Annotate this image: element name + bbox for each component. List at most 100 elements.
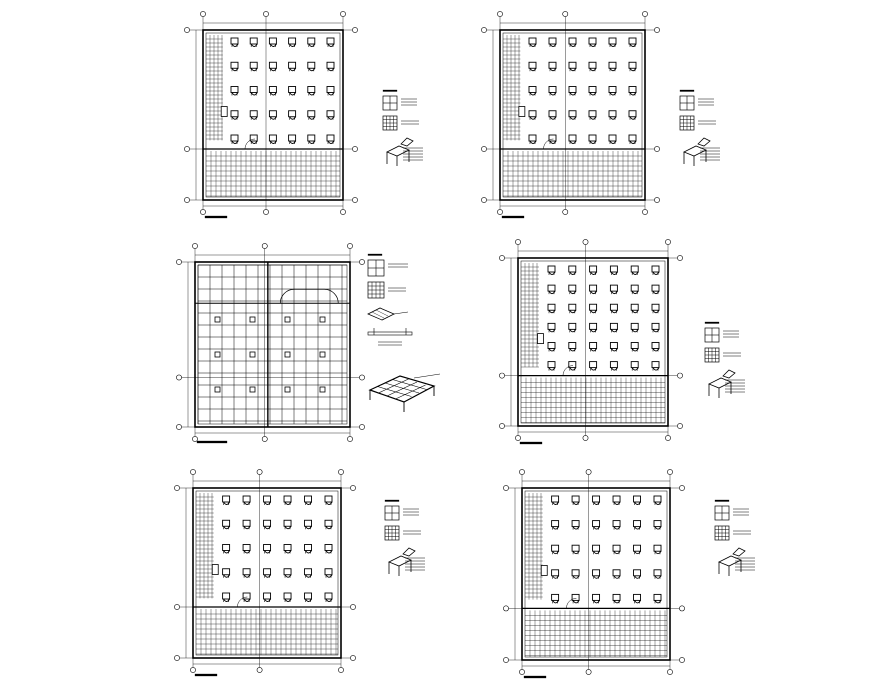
axis-bubble [499,423,505,429]
chair [250,68,258,72]
chair [569,43,577,47]
desk [571,569,580,577]
chair [569,92,577,96]
legend-title-bar [367,253,383,256]
line [384,382,420,394]
detail-legend [704,321,745,398]
axis-bubble [261,436,268,442]
axis-bubble [192,436,198,442]
desk [548,61,557,69]
light-fixture [284,351,291,358]
desk [653,593,662,601]
desk [588,134,597,142]
chair [270,140,277,144]
light-fixture [249,316,256,323]
chair [223,501,230,505]
light-fixture [284,316,291,323]
desk [608,37,617,45]
chair [529,140,537,144]
desk [263,519,272,527]
chair [270,68,277,72]
chair [590,271,597,275]
chair [223,550,230,554]
teacher-desk [540,565,548,576]
chair [631,309,639,314]
desk [283,519,292,527]
chair [613,600,621,604]
desk [268,134,277,142]
axis-bubble [347,436,353,442]
desk [589,303,598,311]
chair [552,501,559,505]
chair [231,43,239,47]
desk [288,86,297,93]
chair [223,574,230,578]
chair [569,290,577,295]
chair [552,526,559,530]
desk [222,592,231,600]
chair [589,116,597,120]
desk [653,569,662,577]
chair-back-iso [732,547,746,557]
axis-bubble [190,469,196,475]
chair [325,550,333,554]
axis-bubble [585,469,592,475]
desk [230,86,239,93]
chair [629,68,637,72]
chair [609,68,617,72]
desk [628,61,637,69]
desk [651,322,660,330]
desk [633,520,641,528]
plan-1 [184,11,358,219]
desk [653,520,662,528]
plan-4 [499,239,683,445]
desk [288,37,297,45]
chair [572,501,580,505]
light-fixture [214,316,221,323]
detail-legend [679,89,720,166]
chair [590,367,597,371]
axis-bubble [352,27,358,33]
chair [305,550,312,554]
desk [630,322,639,330]
chair [569,367,577,371]
chair [548,367,556,371]
axis-bubble [261,243,268,249]
chair [327,68,335,72]
chair [327,140,335,144]
axis-bubble [585,669,592,675]
desk [609,361,618,369]
chair [572,600,580,604]
chair [631,348,639,352]
desk [304,519,312,527]
legend-title-bar [382,89,398,92]
chair [652,271,660,275]
desk [547,284,556,292]
desk [592,544,601,552]
axis-bubble [192,243,198,249]
chair [613,501,621,505]
light-fixture [249,386,256,393]
plan-2 [481,11,660,219]
desk [551,569,560,577]
axis-bubble [338,469,344,475]
desk [222,544,231,551]
desk [633,495,641,503]
chair [243,501,251,505]
desk [633,593,641,601]
desk [249,37,258,45]
desk [324,495,333,503]
chair [589,43,597,47]
desk [326,61,335,69]
desk [612,495,621,503]
chair [231,116,239,120]
desk [630,265,639,273]
desk [326,86,335,93]
chair [572,526,580,530]
chair [549,68,557,72]
chair [569,68,577,72]
detail-legend [382,89,423,166]
desk [283,544,292,551]
chair [308,43,316,47]
